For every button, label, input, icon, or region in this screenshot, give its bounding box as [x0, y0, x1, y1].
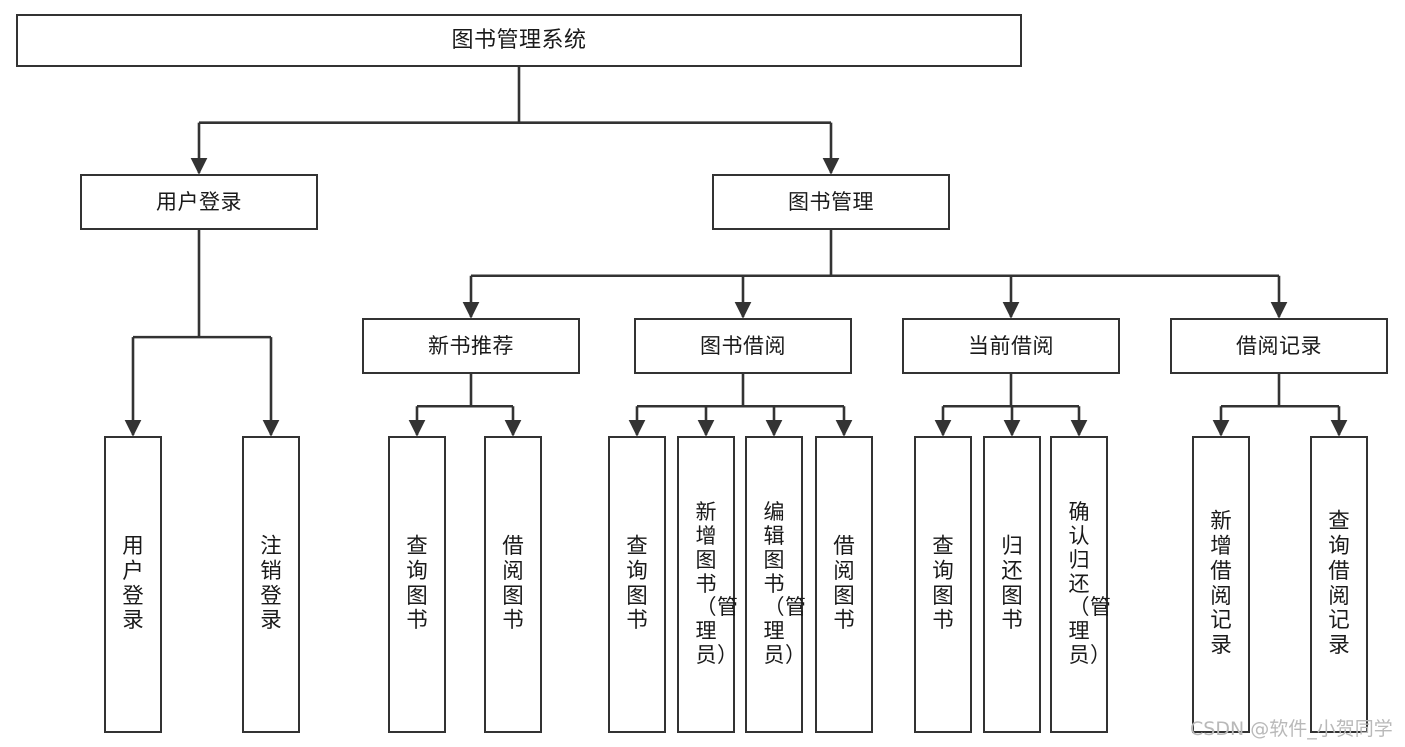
node-leaf-query-borrow-record[interactable]: 查询借阅记录 — [1310, 436, 1368, 733]
node-root[interactable]: 图书管理系统 — [16, 14, 1022, 67]
node-label-root: 图书管理系统 — [451, 27, 587, 53]
node-label-leaf-add-book-admin: 新增图书（管理员） — [695, 500, 739, 667]
node-borrow-record[interactable]: 借阅记录 — [1170, 318, 1388, 374]
node-leaf-query-book-borrow[interactable]: 查询图书 — [608, 436, 666, 733]
node-label-user-login: 用户登录 — [156, 189, 242, 214]
node-leaf-borrow-book[interactable]: 借阅图书 — [815, 436, 873, 733]
node-label-leaf-add-borrow-record: 新增借阅记录 — [1210, 508, 1233, 659]
node-leaf-logout[interactable]: 注销登录 — [242, 436, 300, 733]
node-label-leaf-borrow-book-rec: 借阅图书 — [502, 533, 525, 634]
node-leaf-query-book-current[interactable]: 查询图书 — [914, 436, 972, 733]
node-leaf-query-book-rec[interactable]: 查询图书 — [388, 436, 446, 733]
node-book-borrow[interactable]: 图书借阅 — [634, 318, 852, 374]
node-label-current-borrow: 当前借阅 — [968, 333, 1054, 358]
node-label-leaf-query-borrow-record: 查询借阅记录 — [1328, 508, 1351, 659]
node-label-new-book-recommend: 新书推荐 — [428, 333, 514, 358]
node-leaf-edit-book-admin[interactable]: 编辑图书（管理员） — [745, 436, 807, 733]
node-label-leaf-borrow-book: 借阅图书 — [833, 533, 856, 634]
node-leaf-add-book-admin[interactable]: 新增图书（管理员） — [677, 436, 739, 733]
node-label-leaf-query-book-borrow: 查询图书 — [626, 533, 649, 634]
node-new-book-recommend[interactable]: 新书推荐 — [362, 318, 580, 374]
node-label-leaf-edit-book-admin: 编辑图书（管理员） — [763, 500, 807, 667]
node-book-management[interactable]: 图书管理 — [712, 174, 950, 230]
node-label-book-management: 图书管理 — [788, 189, 874, 214]
node-leaf-confirm-return-admin[interactable]: 确认归还（管理员） — [1050, 436, 1112, 733]
node-user-login[interactable]: 用户登录 — [80, 174, 318, 230]
watermark-label: CSDN @软件_小贺同学 — [1190, 718, 1393, 740]
node-label-leaf-user-login: 用户登录 — [122, 533, 145, 634]
node-label-leaf-confirm-return-admin: 确认归还（管理员） — [1068, 500, 1112, 667]
node-label-leaf-query-book-current: 查询图书 — [932, 533, 955, 634]
node-label-leaf-return-book: 归还图书 — [1001, 533, 1024, 634]
node-leaf-borrow-book-rec[interactable]: 借阅图书 — [484, 436, 542, 733]
node-leaf-add-borrow-record[interactable]: 新增借阅记录 — [1192, 436, 1250, 733]
node-label-leaf-logout: 注销登录 — [260, 533, 283, 634]
node-label-book-borrow: 图书借阅 — [700, 333, 786, 358]
node-label-leaf-query-book-rec: 查询图书 — [406, 533, 429, 634]
node-leaf-user-login[interactable]: 用户登录 — [104, 436, 162, 733]
node-current-borrow[interactable]: 当前借阅 — [902, 318, 1120, 374]
node-leaf-return-book[interactable]: 归还图书 — [983, 436, 1041, 733]
node-label-borrow-record: 借阅记录 — [1236, 333, 1322, 358]
